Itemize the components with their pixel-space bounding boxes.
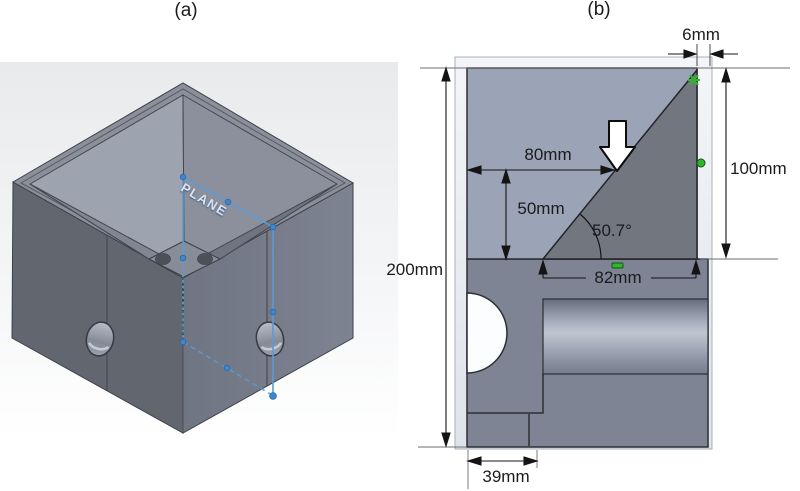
sketch-point (269, 392, 277, 400)
sketch-point (179, 173, 187, 181)
funnel-faces (29, 94, 338, 278)
hole-highlight (260, 342, 283, 351)
dim-39-arrow-right (523, 456, 539, 466)
dimension-lines (418, 44, 790, 489)
dim-80-arrow-right (600, 165, 616, 175)
dim-200mm-text: 200mm (386, 260, 443, 279)
hole-highlight (87, 342, 110, 351)
sketch-handle-points (179, 173, 277, 400)
inner-hole-shadow-right (197, 253, 213, 265)
dim-50-arrow-up (501, 168, 511, 184)
sketch-point (179, 254, 187, 262)
panel-b-section-view (418, 44, 790, 489)
inner-hole-shadow-left (155, 253, 171, 265)
side-hole-right (255, 321, 285, 357)
sketch-point (224, 198, 232, 206)
dim-6mm-text: 6mm (682, 25, 720, 44)
angle-arc (579, 213, 602, 260)
panel-b-label: (b) (587, 0, 611, 20)
panel-a-isometric-view (0, 62, 398, 440)
dim-200-arrow-down (441, 432, 451, 448)
cylinder-bore (542, 298, 709, 375)
relation-marker-circle (696, 158, 706, 168)
sketch-point (223, 364, 231, 372)
relation-marker-asterisk (688, 74, 700, 86)
dim-82-arrow-right (691, 259, 701, 275)
dim-50-arrow-down (501, 245, 511, 261)
sketch-point (269, 308, 277, 316)
dim-angle-text: 50.7° (592, 221, 632, 240)
sketch-relation-markers (611, 74, 706, 269)
dim-6-arrow-left (709, 49, 724, 59)
dim-82mm-text: 82mm (594, 268, 642, 287)
relation-marker-dash (611, 262, 624, 269)
sketch-point (269, 223, 277, 231)
dim-80-arrow-left (466, 165, 482, 175)
asterisk-stroke (689, 74, 699, 86)
flow-direction-arrow-icon (599, 120, 636, 172)
dim-39mm-text: 39mm (482, 467, 530, 486)
half-circle-notch (466, 292, 508, 374)
dim-100-arrow-up (721, 67, 731, 83)
dim-50mm-text: 50mm (517, 199, 565, 218)
dim-80mm-text: 80mm (524, 145, 572, 164)
dim-100mm-text: 100mm (730, 159, 787, 178)
step-edge (467, 374, 544, 414)
sketch-point (179, 338, 187, 346)
dim-200-arrow-up (441, 66, 451, 82)
side-hole-left (85, 321, 115, 357)
dim-100-arrow-down (721, 243, 731, 259)
dim-39-arrow-left (466, 456, 482, 466)
dim-6-arrow-right (683, 49, 698, 59)
dim-82-arrow-left (538, 259, 548, 275)
panel-a-label: (a) (174, 0, 198, 21)
